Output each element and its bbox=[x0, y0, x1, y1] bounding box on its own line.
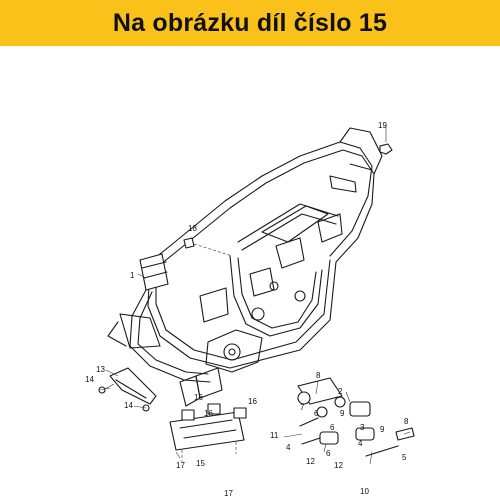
callout-17-upper: 17 bbox=[176, 461, 185, 470]
callout-5: 5 bbox=[402, 453, 407, 462]
callout-15: 15 bbox=[196, 459, 205, 468]
frame-drawing bbox=[107, 127, 383, 407]
callout-17-lower: 17 bbox=[224, 489, 233, 498]
callout-4-left: 4 bbox=[286, 443, 291, 452]
callout-7: 7 bbox=[300, 403, 305, 412]
callout-11: 11 bbox=[270, 431, 279, 440]
callout-12-right: 12 bbox=[334, 461, 343, 470]
callout-8-right: 8 bbox=[404, 417, 409, 426]
leader-lines bbox=[99, 126, 411, 465]
parts-diagram: 19 18 1 13 14 14 16 16 16 15 17 17 8 2 7… bbox=[85, 121, 415, 498]
callout-14-lower: 14 bbox=[124, 401, 133, 410]
part-19-bolt bbox=[379, 143, 393, 155]
banner-title: Na obrázku díl číslo 15 bbox=[112, 8, 388, 37]
callout-8-upper: 8 bbox=[316, 371, 321, 380]
callout-3: 3 bbox=[360, 423, 365, 432]
callout-4-right: 4 bbox=[358, 439, 363, 448]
callout-6-lower: 6 bbox=[326, 449, 331, 458]
callout-6-upper: 6 bbox=[314, 409, 319, 418]
callout-9-upper: 9 bbox=[340, 409, 345, 418]
right-bushing-assembly bbox=[297, 377, 415, 457]
title-banner: Na obrázku díl číslo 15 bbox=[0, 0, 500, 46]
callout-16-left: 16 bbox=[194, 393, 203, 402]
part-15-plate bbox=[169, 403, 247, 462]
callout-12-left: 12 bbox=[306, 457, 315, 466]
callout-13: 13 bbox=[96, 365, 105, 374]
callout-16-right: 16 bbox=[248, 397, 257, 406]
part-18-clip bbox=[183, 237, 233, 257]
callout-14-left: 14 bbox=[85, 375, 94, 384]
callout-10: 10 bbox=[360, 487, 369, 496]
callout-18: 18 bbox=[188, 224, 197, 233]
callout-9-lower: 9 bbox=[380, 425, 385, 434]
callout-16-mid: 16 bbox=[204, 409, 213, 418]
callout-19: 19 bbox=[378, 121, 387, 130]
callout-2: 2 bbox=[338, 387, 343, 396]
callout-6-mid: 6 bbox=[330, 423, 335, 432]
callout-1: 1 bbox=[130, 271, 135, 280]
callout-labels: 19 18 1 13 14 14 16 16 16 15 17 17 8 2 7… bbox=[85, 121, 409, 498]
